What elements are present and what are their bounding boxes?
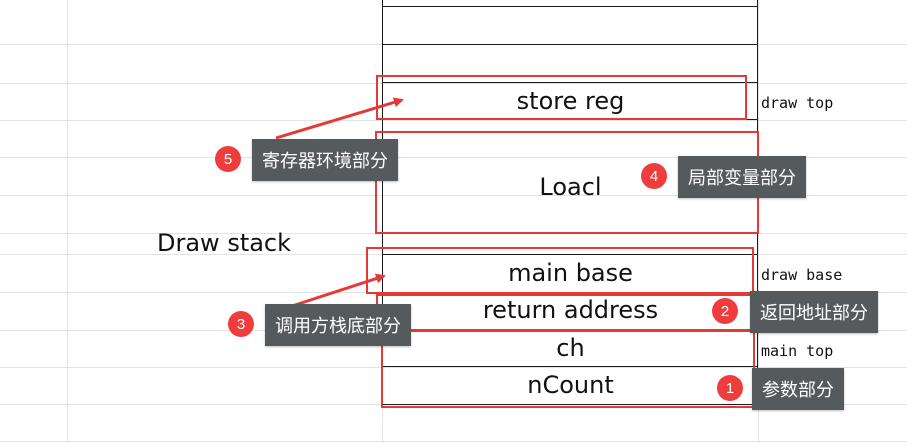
callout-tag-1: 参数部分 xyxy=(752,368,844,410)
callout-badge-4: 4 xyxy=(641,163,667,189)
callout-badge-5: 5 xyxy=(215,146,241,172)
arrow-3 xyxy=(291,273,386,308)
callout-tag-4: 局部变量部分 xyxy=(678,156,806,198)
arrow-5 xyxy=(275,97,404,140)
callout-badge-3: 3 xyxy=(228,311,254,337)
diagram-title: Draw stack xyxy=(157,229,292,257)
highlight-main-base xyxy=(366,247,754,294)
stack-cell-local: Loacl xyxy=(539,173,602,201)
callout-tag-2: 返回地址部分 xyxy=(750,291,878,333)
label-main-top: main top xyxy=(761,342,834,360)
callout-badge-2: 2 xyxy=(712,298,738,324)
stack-cell-main-base: main base xyxy=(508,259,633,287)
callout-tag-3: 调用方栈底部分 xyxy=(265,304,411,346)
stack-cell-store-reg: store reg xyxy=(516,87,625,115)
label-draw-base: draw base xyxy=(761,266,843,284)
callout-tag-5: 寄存器环境部分 xyxy=(252,139,398,181)
highlight-store-reg xyxy=(376,75,747,120)
callout-badge-1: 1 xyxy=(717,375,743,401)
stack-cell-ncount: nCount xyxy=(527,371,614,399)
label-draw-top: draw top xyxy=(761,94,834,112)
stack-cell-ch: ch xyxy=(556,334,585,362)
stack-cell-return-address: return address xyxy=(482,296,659,324)
